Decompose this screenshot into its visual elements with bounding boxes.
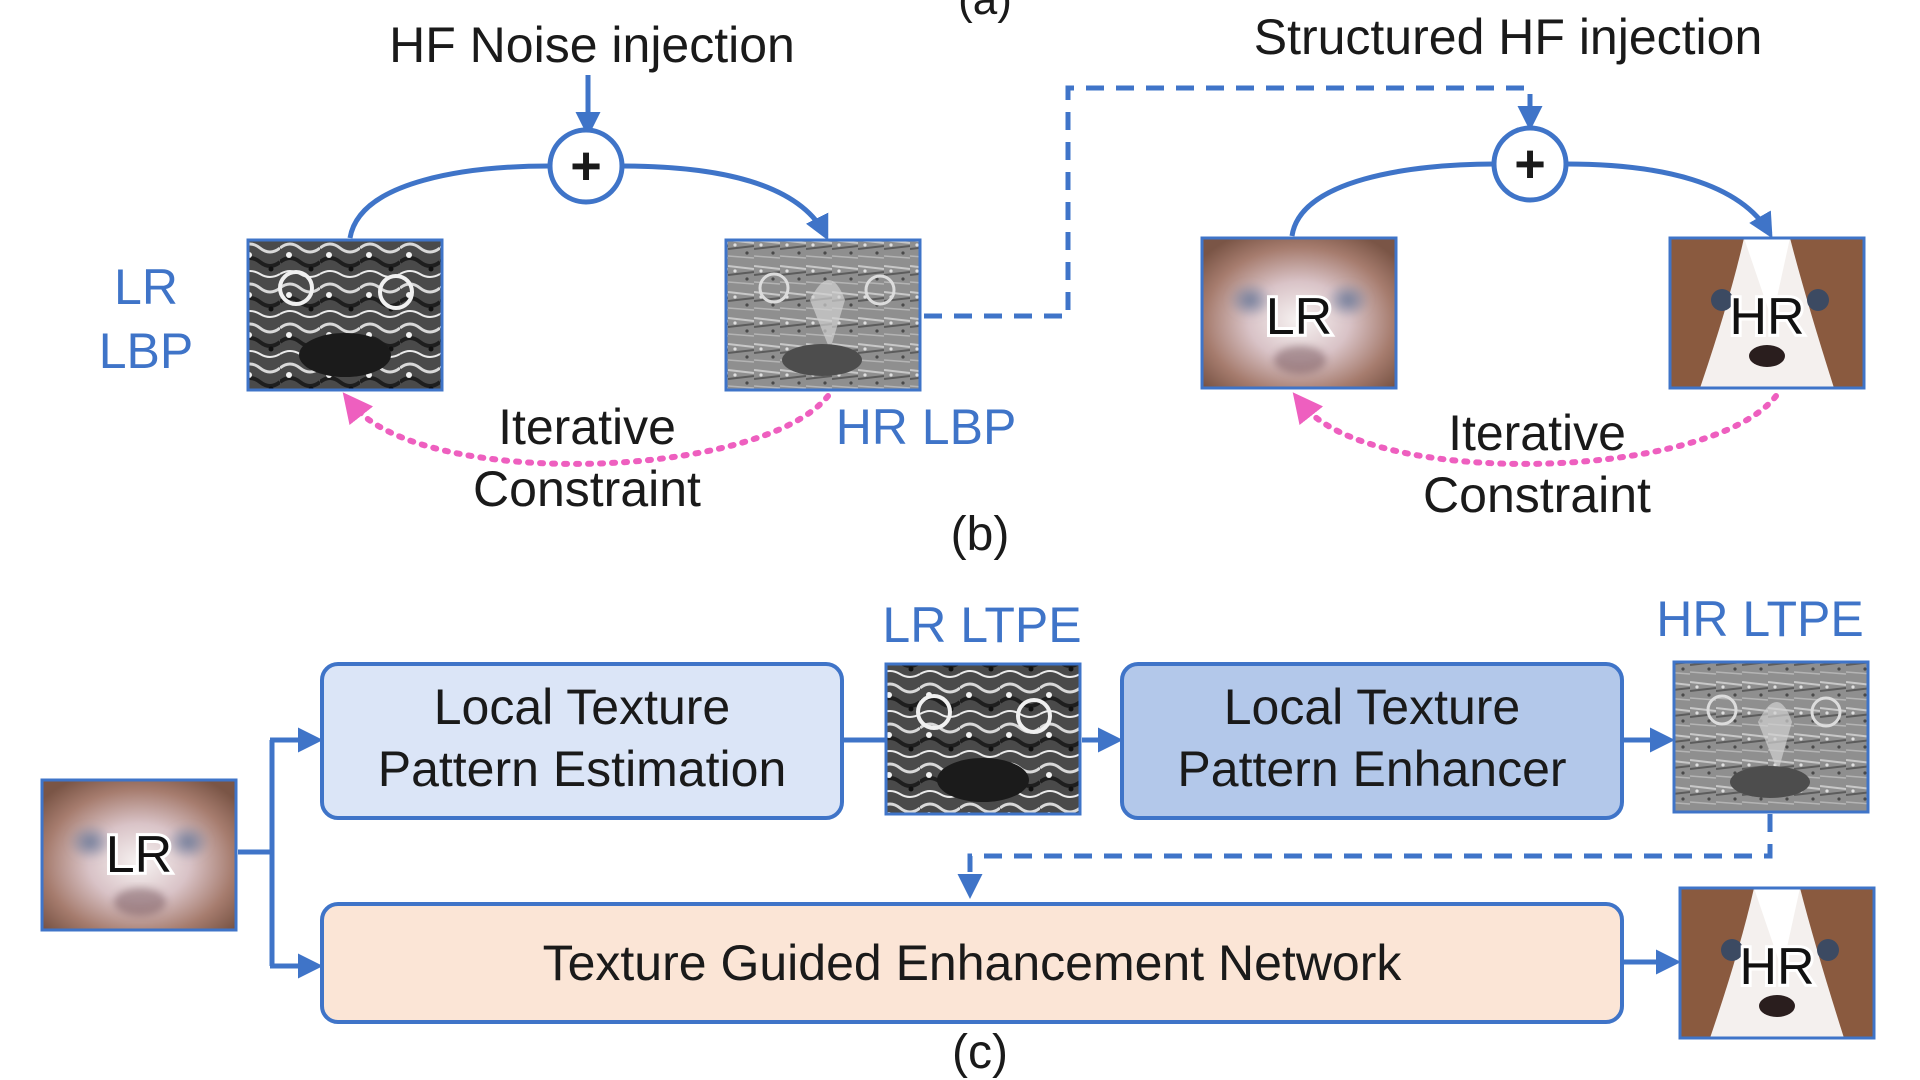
enhancer-label-line1: Local Texture (1224, 679, 1520, 735)
lr-lbp-label-line2: LBP (99, 323, 194, 379)
curve-sum-to-hr-left (621, 163, 829, 241)
hf-noise-injection-label: HF Noise injection (389, 17, 795, 73)
hr-ltpe-label: HR LTPE (1656, 591, 1863, 647)
output-hr-label: HR (1739, 938, 1814, 996)
estimation-label-line2: Pattern Estimation (378, 741, 787, 797)
lr-ltpe-image (884, 662, 1082, 816)
enhancer-label-line2: Pattern Enhancer (1177, 741, 1566, 797)
curve-lr-to-sum-left (347, 163, 551, 239)
hr-ltpe-image (1672, 660, 1870, 814)
structured-hf-injection-label: Structured HF injection (1254, 9, 1763, 65)
constraint-label-left: Constraint (473, 461, 701, 517)
enhancer-box (1120, 662, 1624, 820)
input-lr-image (40, 778, 238, 932)
plus-symbol-right: + (1514, 134, 1546, 194)
dashed-guidance-connector (957, 814, 1773, 899)
curve-lr-to-sum-right (1289, 161, 1495, 237)
output-hr-image (1678, 886, 1876, 1040)
estimation-label-line1: Local Texture (434, 679, 730, 735)
lr-lbp-image (246, 238, 444, 392)
hr-face-image (1668, 236, 1866, 390)
panel-b-caption: (b) (951, 508, 1010, 561)
input-lr-label: LR (106, 826, 172, 884)
panel-b-left: HF Noise injection + LR LBP HR LBP Itera… (99, 17, 1017, 517)
curve-sum-to-hr-right (1565, 161, 1773, 239)
panel-c: LR Local Texture Pattern Estimation LR L… (40, 591, 1876, 1079)
iterative-label-left: Iterative (498, 399, 676, 455)
lr-lbp-label-line1: LR (114, 259, 178, 315)
constraint-label-right: Constraint (1423, 467, 1651, 523)
hr-face-label: HR (1729, 288, 1804, 346)
estimation-box (320, 662, 844, 820)
hr-lbp-image (724, 238, 922, 392)
network-label: Texture Guided Enhancement Network (543, 935, 1403, 991)
iterative-constraint-arrow-left (342, 392, 831, 467)
dashed-connector-b (924, 85, 1543, 319)
iterative-constraint-arrow-right (1292, 392, 1779, 467)
input-split-line (238, 740, 275, 966)
panel-b-right: Structured HF injection + LR HR Iterativ… (1200, 9, 1866, 523)
plus-symbol-left: + (570, 136, 602, 196)
lr-face-image (1200, 236, 1398, 390)
network-box (320, 902, 1624, 1024)
lr-face-label: LR (1266, 288, 1332, 346)
hr-lbp-label: HR LBP (836, 399, 1017, 455)
lr-ltpe-label: LR LTPE (882, 597, 1081, 653)
panel-a-caption-partial: (a) (958, 0, 1012, 24)
panel-c-caption: (c) (952, 1026, 1008, 1079)
iterative-label-right: Iterative (1448, 405, 1626, 461)
